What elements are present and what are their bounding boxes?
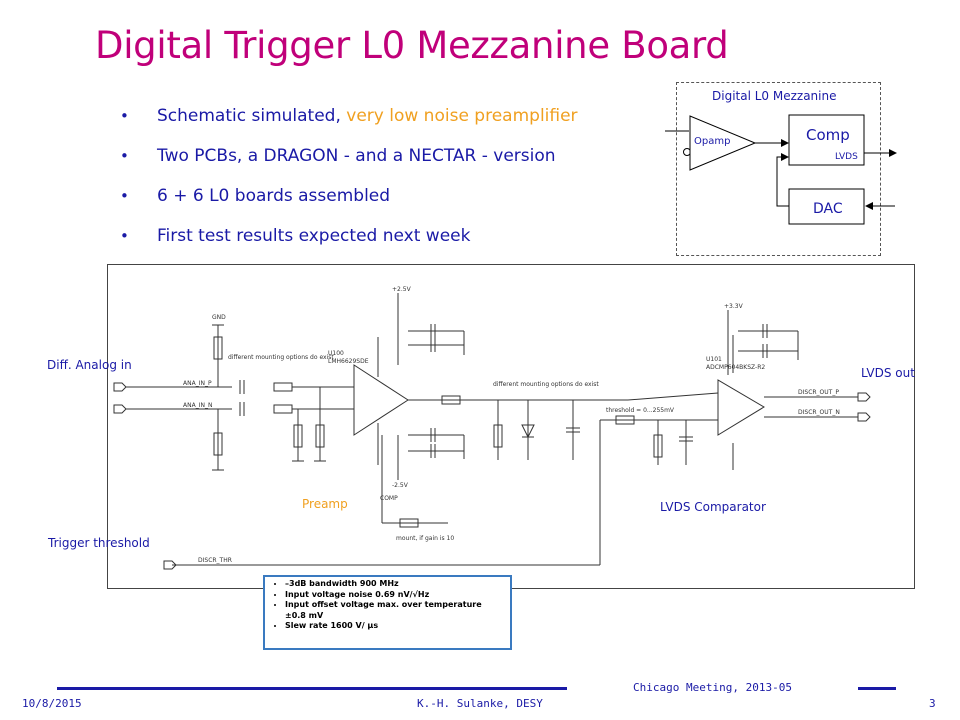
svg-text:different mounting options do: different mounting options do exist bbox=[228, 354, 334, 361]
bullet-text: Two PCBs, a DRAGON - and a NECTAR - vers… bbox=[157, 146, 556, 166]
svg-text:threshold = 0...255mV: threshold = 0...255mV bbox=[606, 407, 675, 414]
svg-text:ANA_IN_N: ANA_IN_N bbox=[183, 402, 212, 409]
svg-text:COMP: COMP bbox=[380, 495, 398, 502]
preamp-label: Preamp bbox=[302, 497, 348, 511]
mezzanine-diagram: Digital L0 Mezzanine Opamp Comp LVDS DAC bbox=[665, 82, 897, 256]
lvds-out-label: LVDS out bbox=[861, 366, 915, 380]
opamp-symbol bbox=[689, 115, 757, 171]
schematic-svg: ANA_IN_P ANA_IN_N DISCR_OUT_P DISCR_OUT_… bbox=[113, 286, 871, 570]
spec-item: Input offset voltage max. over temperatu… bbox=[285, 600, 504, 621]
diff-analog-in-label: Diff. Analog in bbox=[47, 358, 132, 372]
opamp-label: Opamp bbox=[694, 136, 730, 147]
svg-text:different mounting options do: different mounting options do exist bbox=[493, 381, 599, 388]
bullet-list: Schematic simulated, very low noise prea… bbox=[120, 100, 578, 260]
svg-text:ANA_IN_P: ANA_IN_P bbox=[183, 380, 212, 387]
bullet-item: 6 + 6 L0 boards assembled bbox=[120, 180, 578, 220]
comp-block bbox=[788, 114, 865, 166]
specs-box: –3dB bandwidth 900 MHz Input voltage noi… bbox=[263, 575, 512, 650]
bullet-highlight: very low noise preamplifier bbox=[346, 106, 578, 126]
svg-text:DISCR_THR: DISCR_THR bbox=[198, 557, 232, 564]
trigger-threshold-label: Trigger threshold bbox=[48, 536, 150, 550]
footer-divider-right bbox=[858, 687, 896, 690]
spec-item: –3dB bandwidth 900 MHz bbox=[285, 579, 504, 590]
bullet-text: First test results expected next week bbox=[157, 226, 471, 246]
lvds-comparator-label: LVDS Comparator bbox=[660, 500, 766, 514]
svg-text:LMH6629SDE: LMH6629SDE bbox=[328, 358, 369, 365]
svg-text:DISCR_OUT_N: DISCR_OUT_N bbox=[798, 409, 840, 416]
spec-item: Input voltage noise 0.69 nV/√Hz bbox=[285, 590, 504, 601]
comp-label: Comp bbox=[806, 126, 850, 144]
footer-meeting: Chicago Meeting, 2013-05 bbox=[633, 681, 792, 694]
svg-text:-2.5V: -2.5V bbox=[392, 482, 409, 489]
footer-author: K.-H. Sulanke, DESY bbox=[417, 697, 543, 710]
dac-label: DAC bbox=[813, 201, 843, 217]
svg-text:U101: U101 bbox=[706, 356, 722, 363]
spec-item: Slew rate 1600 V/ μs bbox=[285, 621, 504, 632]
schematic-panel: ANA_IN_P ANA_IN_N DISCR_OUT_P DISCR_OUT_… bbox=[107, 264, 915, 589]
bullet-item: First test results expected next week bbox=[120, 220, 578, 260]
svg-text:ADCMP604BKSZ-R2: ADCMP604BKSZ-R2 bbox=[706, 364, 765, 371]
footer-date: 10/8/2015 bbox=[22, 697, 82, 710]
svg-text:+3.3V: +3.3V bbox=[724, 303, 744, 310]
bullet-item: Schematic simulated, very low noise prea… bbox=[120, 100, 578, 140]
bullet-text: 6 + 6 L0 boards assembled bbox=[157, 186, 391, 206]
page-number: 3 bbox=[929, 697, 936, 710]
svg-text:+2.5V: +2.5V bbox=[392, 286, 412, 293]
svg-text:mount, if gain is 10: mount, if gain is 10 bbox=[396, 535, 454, 542]
svg-text:GND: GND bbox=[212, 314, 226, 321]
svg-text:DISCR_OUT_P: DISCR_OUT_P bbox=[798, 389, 839, 396]
svg-text:U100: U100 bbox=[328, 350, 344, 357]
bullet-item: Two PCBs, a DRAGON - and a NECTAR - vers… bbox=[120, 140, 578, 180]
mezzanine-title: Digital L0 Mezzanine bbox=[712, 89, 837, 103]
slide-title: Digital Trigger L0 Mezzanine Board bbox=[95, 24, 729, 67]
footer-divider-left bbox=[57, 687, 567, 690]
lvds-label: LVDS bbox=[835, 152, 858, 162]
bullet-text: Schematic simulated, bbox=[157, 106, 347, 126]
mezzanine-block-svg: Opamp Comp LVDS DAC bbox=[665, 114, 897, 225]
